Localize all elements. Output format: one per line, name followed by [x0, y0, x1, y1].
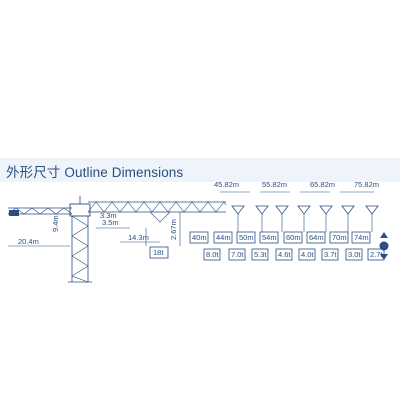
label-load-4: 4.6t	[278, 250, 291, 259]
jib-length-boxes	[189, 231, 371, 244]
label-jib-length-7: 70m	[332, 233, 347, 242]
label-counter-jib-length: 20.4m	[18, 237, 39, 246]
label-ballast: 18t	[153, 248, 164, 257]
label-jib-length-5: 60m	[286, 233, 301, 242]
label-reach-4: 75.82m	[354, 180, 379, 189]
label-jib-length-3: 50m	[239, 233, 254, 242]
label-counter-weight-height: 2.67m	[169, 219, 178, 240]
label-jib-length-2: 44m	[216, 233, 231, 242]
label-load-5: 4.0t	[301, 250, 314, 259]
label-tower-section: 3.5m	[102, 218, 119, 227]
jib-sections	[231, 205, 379, 215]
label-load-3: 5.3t	[254, 250, 267, 259]
label-jib-length-4: 54m	[262, 233, 277, 242]
label-lift-at-14: 14.3m	[128, 233, 149, 242]
label-counter-jib-offset: 3.3m	[100, 211, 117, 220]
label-load-7: 3.0t	[348, 250, 361, 259]
label-jib-length-6: 64m	[309, 233, 324, 242]
label-jib-length-8: 74m	[354, 233, 369, 242]
section-title-cn: 外形尺寸	[6, 165, 61, 180]
ballast-box	[149, 246, 169, 259]
label-load-2: 7.0t	[231, 250, 244, 259]
label-reach-3: 65.82m	[310, 180, 335, 189]
label-load-8: 2.7t	[370, 250, 383, 259]
label-load-6: 3.7t	[324, 250, 337, 259]
load-boxes	[203, 248, 385, 261]
label-reach-2: 55.82m	[262, 180, 287, 189]
label-load-1: 8.0t	[206, 250, 219, 259]
tower-mast	[68, 215, 92, 283]
main-jib	[87, 201, 227, 223]
dimension-lines	[8, 191, 374, 247]
section-title-band	[0, 158, 400, 182]
counter-jib	[7, 207, 73, 216]
label-tower-height: 9.4m	[51, 215, 60, 232]
hook-markers	[237, 214, 373, 232]
label-jib-length-1: 40m	[192, 233, 207, 242]
label-reach-1: 45.82m	[214, 180, 239, 189]
section-title-en: Outline Dimensions	[64, 165, 184, 180]
height-adjust-icon	[379, 232, 389, 260]
crane-cab	[69, 196, 91, 217]
